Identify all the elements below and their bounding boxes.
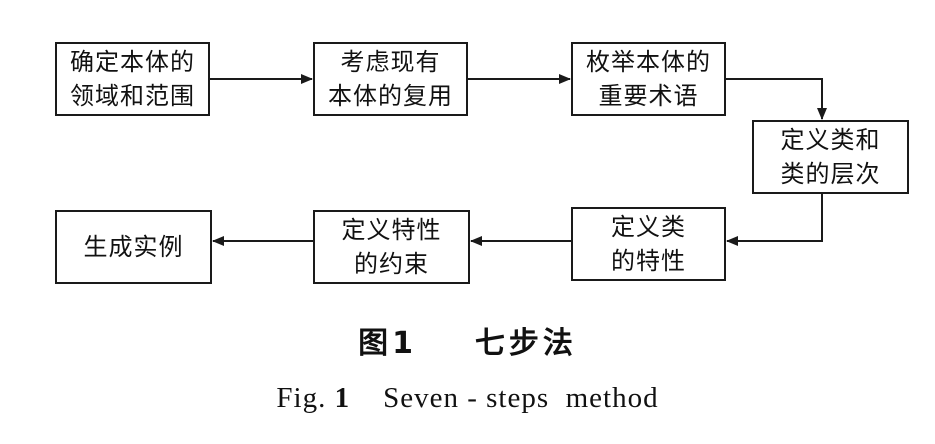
caption-en-title: Seven - steps method — [383, 382, 659, 414]
caption-cn-title: 七步法 — [474, 326, 577, 361]
figure-caption-english: Fig. 1 Seven - steps method — [0, 382, 935, 415]
caption-en-number: 1 — [334, 382, 351, 414]
step-box-define-domain: 确定本体的 领域和范围 — [55, 42, 210, 116]
step-box-define-classes: 定义类和 类的层次 — [752, 120, 909, 194]
step-box-create-instances: 生成实例 — [55, 210, 212, 284]
caption-cn-number: 1 — [392, 326, 418, 361]
caption-cn-prefix: 图 — [358, 326, 393, 361]
step-box-define-facets: 定义特性 的约束 — [313, 210, 470, 284]
arrow-step4-to-step5 — [726, 194, 823, 246]
step-box-enumerate-terms: 枚举本体的 重要术语 — [571, 42, 726, 116]
arrow-step3-to-step4 — [726, 78, 827, 120]
step-box-define-properties: 定义类 的特性 — [571, 207, 726, 281]
step-box-reuse-ontologies: 考虑现有 本体的复用 — [313, 42, 468, 116]
caption-en-prefix: Fig. — [276, 382, 327, 414]
figure-caption-chinese: 图1 七步法 — [0, 318, 935, 362]
